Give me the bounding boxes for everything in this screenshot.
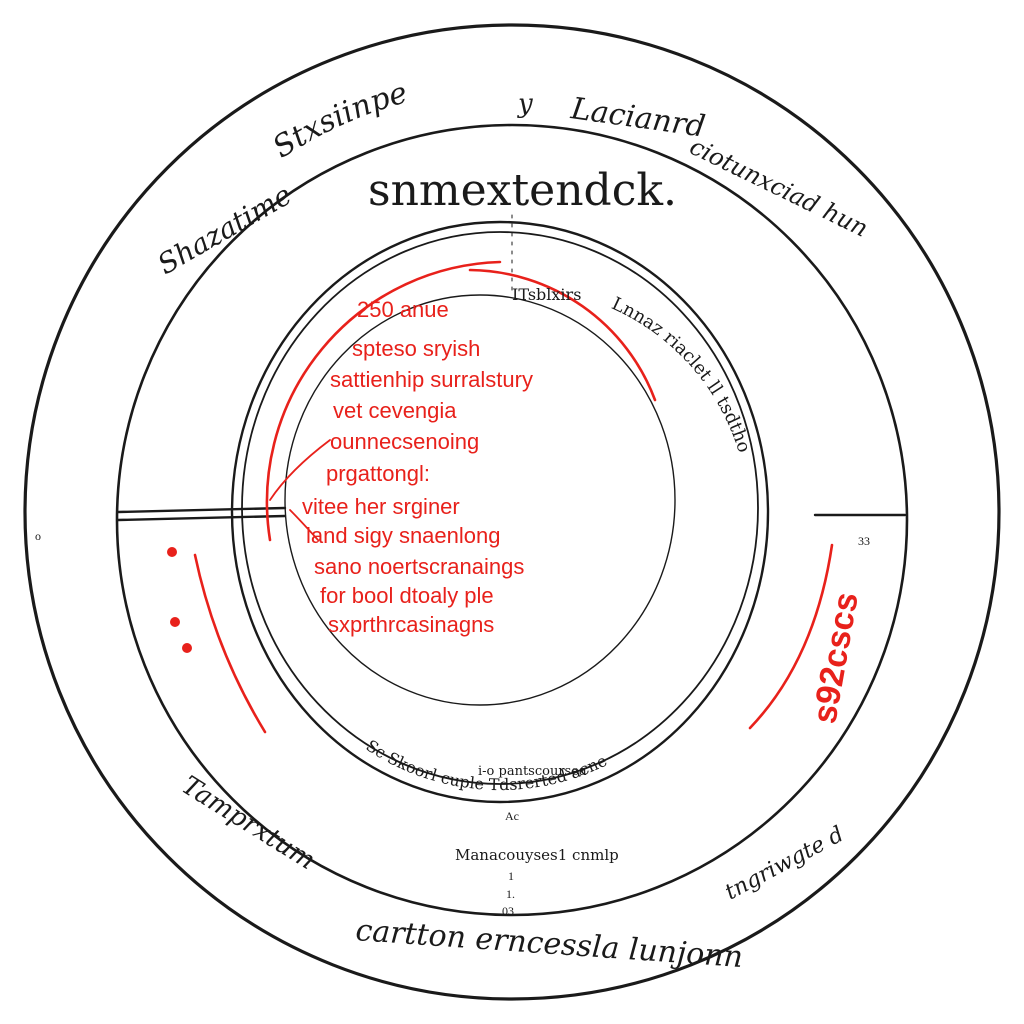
outer-script-left: Shazatime	[152, 178, 297, 281]
red-list-item: sano noertscranaings	[314, 554, 524, 579]
outer-script-bottom-left: Tamprxtum	[176, 770, 320, 875]
edge-mark-right: 33	[858, 534, 870, 548]
red-list-item: prgattongl:	[326, 461, 430, 486]
bottom-inner-line-2: i-o pantscoursea	[478, 764, 587, 779]
red-side-label: s92cscs	[805, 589, 865, 726]
left-spoke	[116, 506, 287, 514]
caption-mark: 1	[508, 869, 514, 883]
center-bottom-small: Ac	[505, 809, 519, 823]
edge-mark-left: o	[35, 529, 41, 543]
inner-ring-a	[230, 220, 770, 804]
inner-right-arc-text: Lnnaz riaclet ll tsdtho	[608, 293, 754, 455]
red-arc-lower-left	[193, 553, 267, 734]
red-list-item: 250 anue	[357, 297, 449, 322]
outer-script-top-mark: y	[517, 89, 533, 119]
left-spoke-lower	[116, 514, 287, 522]
red-dot-3	[182, 643, 192, 653]
red-dot-1	[167, 547, 177, 557]
red-list-item: spteso sryish	[352, 336, 480, 361]
red-list-item: sattienhip surralstury	[330, 367, 533, 392]
inner-top-label: ITsblxirs	[512, 285, 581, 304]
red-list-item: vitee her srginer	[302, 494, 460, 519]
diagram-title: snmextendck.	[368, 165, 677, 216]
inner-ring-c	[284, 294, 676, 706]
red-list-item: vet cevengia	[333, 398, 457, 423]
caption-mark: 03	[502, 904, 514, 918]
outer-script-bottom: cartton erncessla lunjonn	[354, 913, 744, 975]
red-arc-top-left	[265, 260, 502, 542]
red-list: 250 anue spteso sryish sattienhip surral…	[302, 297, 533, 637]
red-list-item: ounnecsenoing	[330, 429, 479, 454]
caption-mark: 1.	[506, 887, 515, 901]
outer-script-top: Stxsiinpe	[267, 75, 411, 165]
outer-script-top-right: Lacianrd	[568, 91, 708, 145]
red-list-item: sxprthrcasinagns	[328, 612, 494, 637]
red-list-item: for bool dtoaly ple	[320, 583, 494, 608]
outer-script-right: ciotunxciad hun	[685, 132, 872, 242]
outer-script-bottom-right: tngriwgte d	[721, 822, 848, 905]
red-arc-top-right	[468, 268, 657, 402]
red-connector-1	[269, 439, 331, 501]
red-list-item: land sigy snaenlong	[306, 523, 500, 548]
red-arc-lower-right	[748, 543, 834, 730]
outer-ring	[23, 23, 1001, 1001]
red-dot-2	[170, 617, 180, 627]
red-connector-2	[289, 509, 319, 541]
diagram-caption: Manacouyses1 cnmlp	[455, 846, 619, 864]
